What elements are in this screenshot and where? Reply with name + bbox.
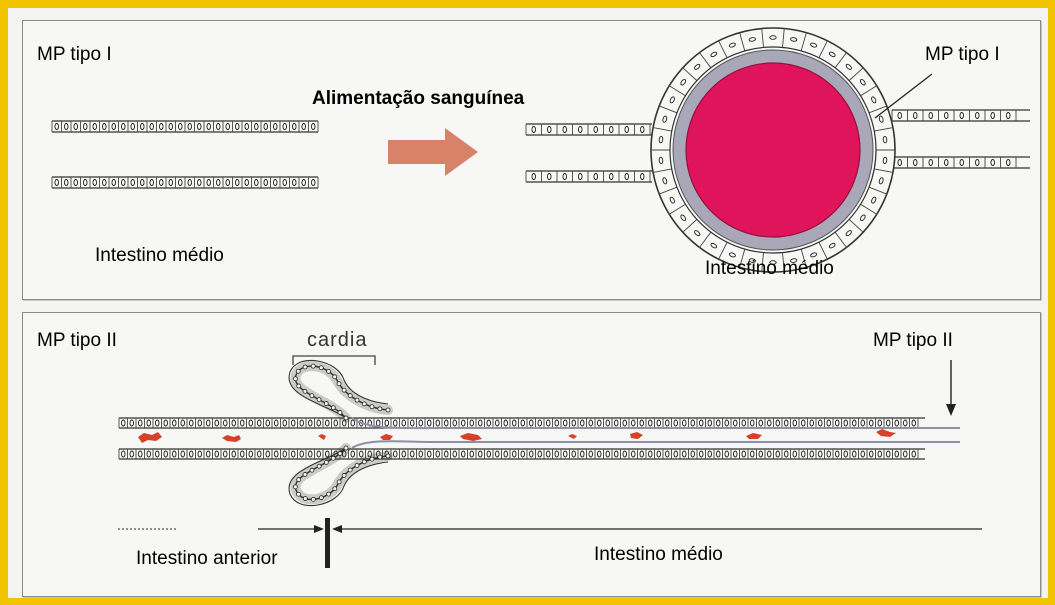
blood-clots (138, 429, 896, 443)
caption-midgut-right: Intestino médio (705, 258, 834, 280)
peritrophic-membrane-type-2-upper (352, 418, 960, 428)
caption-midgut-bottom: Intestino médio (594, 544, 723, 566)
peritrophic-membrane-type-2-lower (352, 441, 960, 448)
arrow-to-boundary-right (332, 525, 342, 533)
label-mp-type-1-left: MP tipo I (37, 44, 112, 66)
label-blood-feeding: Alimentação sanguínea (312, 88, 524, 110)
label-mp-type-1-right: MP tipo I (925, 44, 1000, 66)
midgut-epithelium-upper-strip (52, 121, 318, 132)
midgut-tube-left-segment (526, 124, 652, 182)
midgut-tube-right-segment (892, 110, 1030, 168)
label-mp-type-2-left: MP tipo II (37, 330, 117, 352)
label-cardia: cardia (307, 329, 367, 352)
foregut-midgut-boundary-bar (325, 518, 330, 568)
caption-foregut: Intestino anterior (136, 548, 278, 570)
distended-midgut (651, 28, 895, 272)
feeding-arrow (388, 128, 478, 176)
caption-midgut-left: Intestino médio (95, 245, 224, 267)
blood-meal (686, 63, 860, 237)
label-mp-type-2-right: MP tipo II (873, 330, 953, 352)
arrow-to-boundary-left (314, 525, 324, 533)
midgut-epithelium-lower-wall (119, 449, 925, 459)
midgut-epithelium-lower-strip (52, 177, 318, 188)
midgut-epithelium-upper-wall (119, 418, 925, 428)
cardia-fold-upper (295, 366, 388, 418)
